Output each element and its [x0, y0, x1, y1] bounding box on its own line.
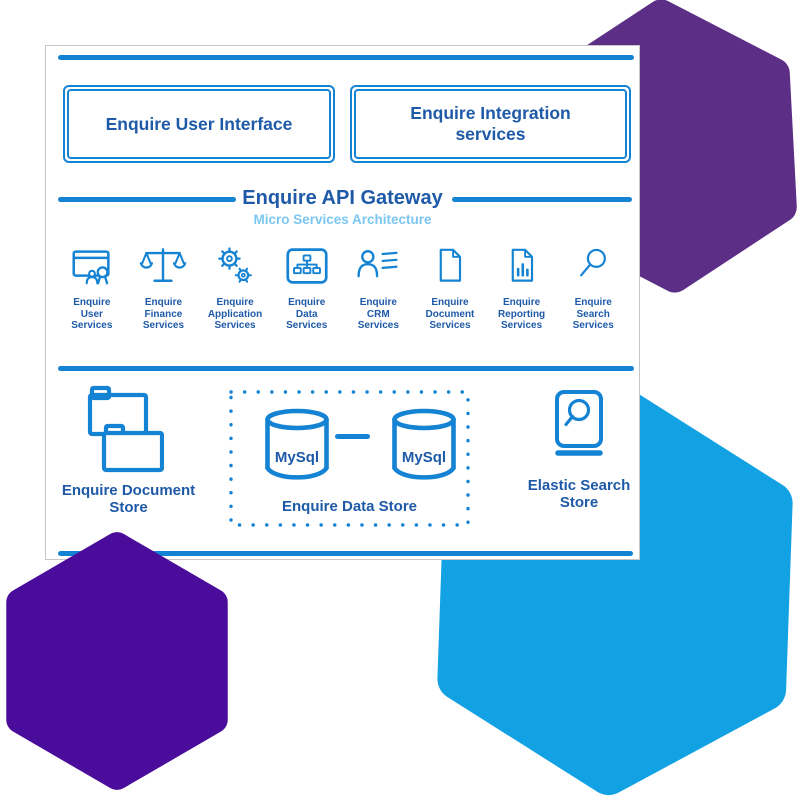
person-list-icon — [357, 250, 398, 278]
service-finance: Enquire Finance Services — [128, 237, 200, 332]
data-store-label: Enquire Data Store — [281, 498, 418, 515]
balance-scale-icon — [140, 248, 187, 283]
service-document: Enquire Document Services — [414, 237, 486, 332]
document-icon — [439, 248, 462, 282]
service-user-label: Enquire User Services — [71, 297, 113, 331]
service-document-label: Enquire Document Services — [425, 297, 475, 331]
gears-icon — [218, 247, 252, 283]
enquire-integration-services-box: Enquire Integration services — [350, 85, 631, 163]
services-row: Enquire User Services Enquire Finance Se… — [56, 237, 629, 332]
folders-icon — [87, 385, 164, 473]
document-store-label: Enquire Document Store — [61, 482, 196, 516]
service-reporting: Enquire Reporting Services — [486, 237, 558, 332]
report-chart-icon — [511, 248, 533, 282]
sitemap-box-icon — [286, 248, 328, 284]
db-connector-line — [335, 434, 370, 439]
service-search-label: Enquire Search Services — [572, 297, 614, 331]
data-store-dotted-box — [229, 390, 470, 527]
service-finance-label: Enquire Finance Services — [142, 297, 185, 331]
elastic-store-label: Elastic Search Store — [527, 477, 631, 511]
service-data-label: Enquire Data Services — [286, 297, 328, 331]
gateway-rule-right — [452, 197, 632, 202]
service-search: Enquire Search Services — [557, 237, 629, 332]
mysql-label-left: MySql — [275, 449, 319, 466]
service-application: Enquire Application Services — [199, 237, 271, 332]
browser-user-icon — [72, 250, 110, 285]
service-data: Enquire Data Services — [271, 237, 343, 332]
magnifier-icon — [580, 248, 607, 277]
gateway-subtitle: Micro Services Architecture — [253, 212, 432, 227]
stores-rule — [58, 366, 634, 371]
diagram-panel: Enquire User Interface Enquire Integrati… — [45, 45, 640, 560]
mysql-label-right: MySql — [402, 449, 446, 466]
mysql-database-right-icon: MySql — [392, 408, 456, 480]
gateway-rule-left — [58, 197, 236, 202]
service-reporting-label: Enquire Reporting Services — [497, 297, 546, 331]
top-rule — [58, 55, 634, 60]
service-application-label: Enquire Application Services — [207, 297, 263, 331]
user-interface-label: Enquire User Interface — [105, 113, 293, 134]
enquire-user-interface-box: Enquire User Interface — [63, 85, 335, 163]
bottom-rule — [58, 551, 633, 556]
elastic-search-icon — [555, 390, 603, 456]
gateway-title: Enquire API Gateway — [242, 187, 443, 209]
service-crm: Enquire CRM Services — [343, 237, 415, 332]
mysql-database-left-icon: MySql — [265, 408, 329, 480]
integration-services-label: Enquire Integration services — [410, 103, 571, 144]
service-user: Enquire User Services — [56, 237, 128, 332]
service-crm-label: Enquire CRM Services — [357, 297, 399, 331]
hexagon-bottom-left — [6, 532, 228, 790]
